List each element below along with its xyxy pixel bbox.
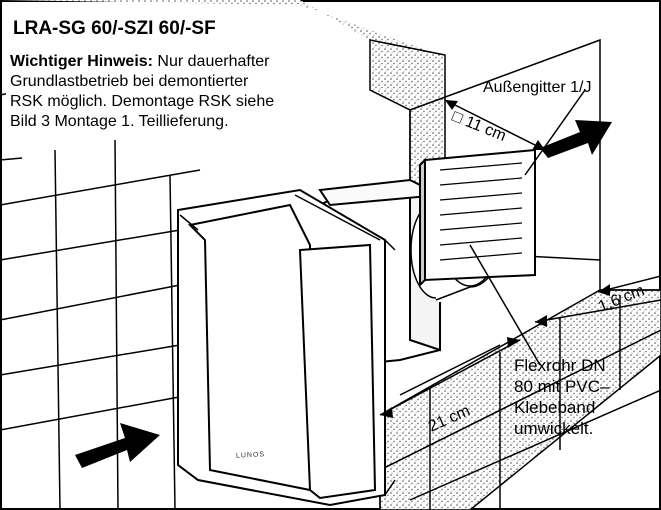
fan-unit — [177, 188, 396, 507]
flex-line-3: Klebeband — [514, 398, 596, 417]
note-line-1-rest: Nur dauerhafter — [152, 53, 270, 70]
page-title: LRA-SG 60/-SZI 60/-SF — [10, 18, 219, 40]
note-line-2: Grundlastbetrieb bei demontierter — [10, 73, 249, 90]
airflow-arrows — [75, 120, 612, 468]
leader-flex — [469, 244, 541, 366]
dim-16cm-bottom — [534, 299, 661, 323]
flex-line-1: Flexrohr DN — [514, 356, 606, 375]
arrow-out — [540, 120, 612, 158]
tile-grid-right — [379, 260, 661, 510]
dimension-lines — [379, 89, 661, 416]
flex-line-4: umwickelt. — [514, 419, 594, 438]
note-heading: Wichtiger Hinweis: — [10, 53, 153, 70]
arrow-in — [75, 423, 160, 468]
flex-line-2: 80 mit PVC– — [514, 377, 610, 396]
outer-grille-drawing — [419, 148, 536, 288]
dim-11cm — [444, 99, 546, 151]
wall-top-stipple — [0, 0, 440, 55]
note-line-3: RSK möglich. Demontage RSK siehe — [10, 93, 275, 110]
label-outer-grille: Außengitter 1/J — [483, 79, 592, 96]
important-note: Wichtiger Hinweis: Nur dauerhafter Grund… — [6, 50, 279, 134]
dim-21cm — [379, 339, 521, 416]
dimension-arrowheads — [380, 100, 610, 418]
label-flex-pipe: Flexrohr DN 80 mit PVC– Klebeband umwick… — [514, 355, 654, 439]
note-line-4: Bild 3 Montage 1. Teillieferung. — [10, 113, 229, 130]
leader-grille — [524, 89, 586, 176]
note-line-1: Wichtiger Hinweis: Nur dauerhafter — [10, 52, 274, 72]
